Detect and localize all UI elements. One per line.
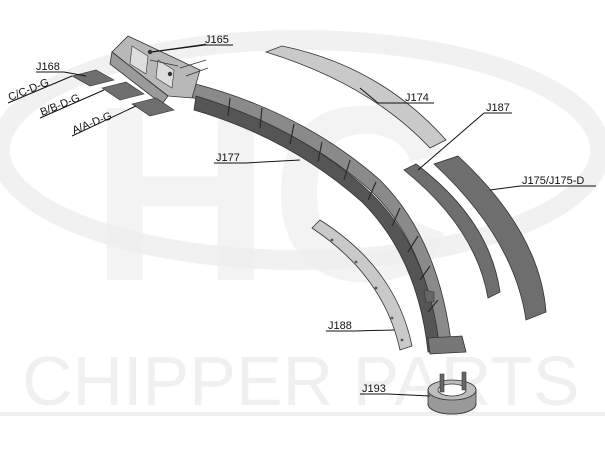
- wear-plate-b: [101, 81, 145, 101]
- part-j187-plate: [403, 163, 501, 299]
- part-j175-plate: [433, 155, 547, 321]
- part-j174-plate: [264, 45, 447, 149]
- label-j175: J175/J175-D: [522, 175, 584, 187]
- label-j168: J168: [36, 61, 60, 73]
- wear-plates: [71, 69, 175, 117]
- watermark-brand: CHIPPER PARTS: [22, 342, 580, 420]
- label-j174: J174: [405, 92, 429, 104]
- part-j188-liner: [311, 219, 413, 351]
- part-j165-bracket: [109, 35, 209, 105]
- watermark-swoosh: [0, 30, 605, 270]
- watermark-underline: [0, 412, 605, 416]
- part-j177-chute: [185, 81, 467, 355]
- wear-plate-c: [71, 69, 115, 87]
- wear-plate-a: [131, 97, 175, 117]
- part-j193-ring: [427, 371, 477, 415]
- leader-lines: [7, 44, 596, 397]
- label-j165: J165: [205, 34, 229, 46]
- label-j188: J188: [328, 320, 352, 332]
- label-j187: J187: [486, 102, 510, 114]
- label-j177: J177: [216, 152, 240, 164]
- label-j193: J193: [362, 383, 386, 395]
